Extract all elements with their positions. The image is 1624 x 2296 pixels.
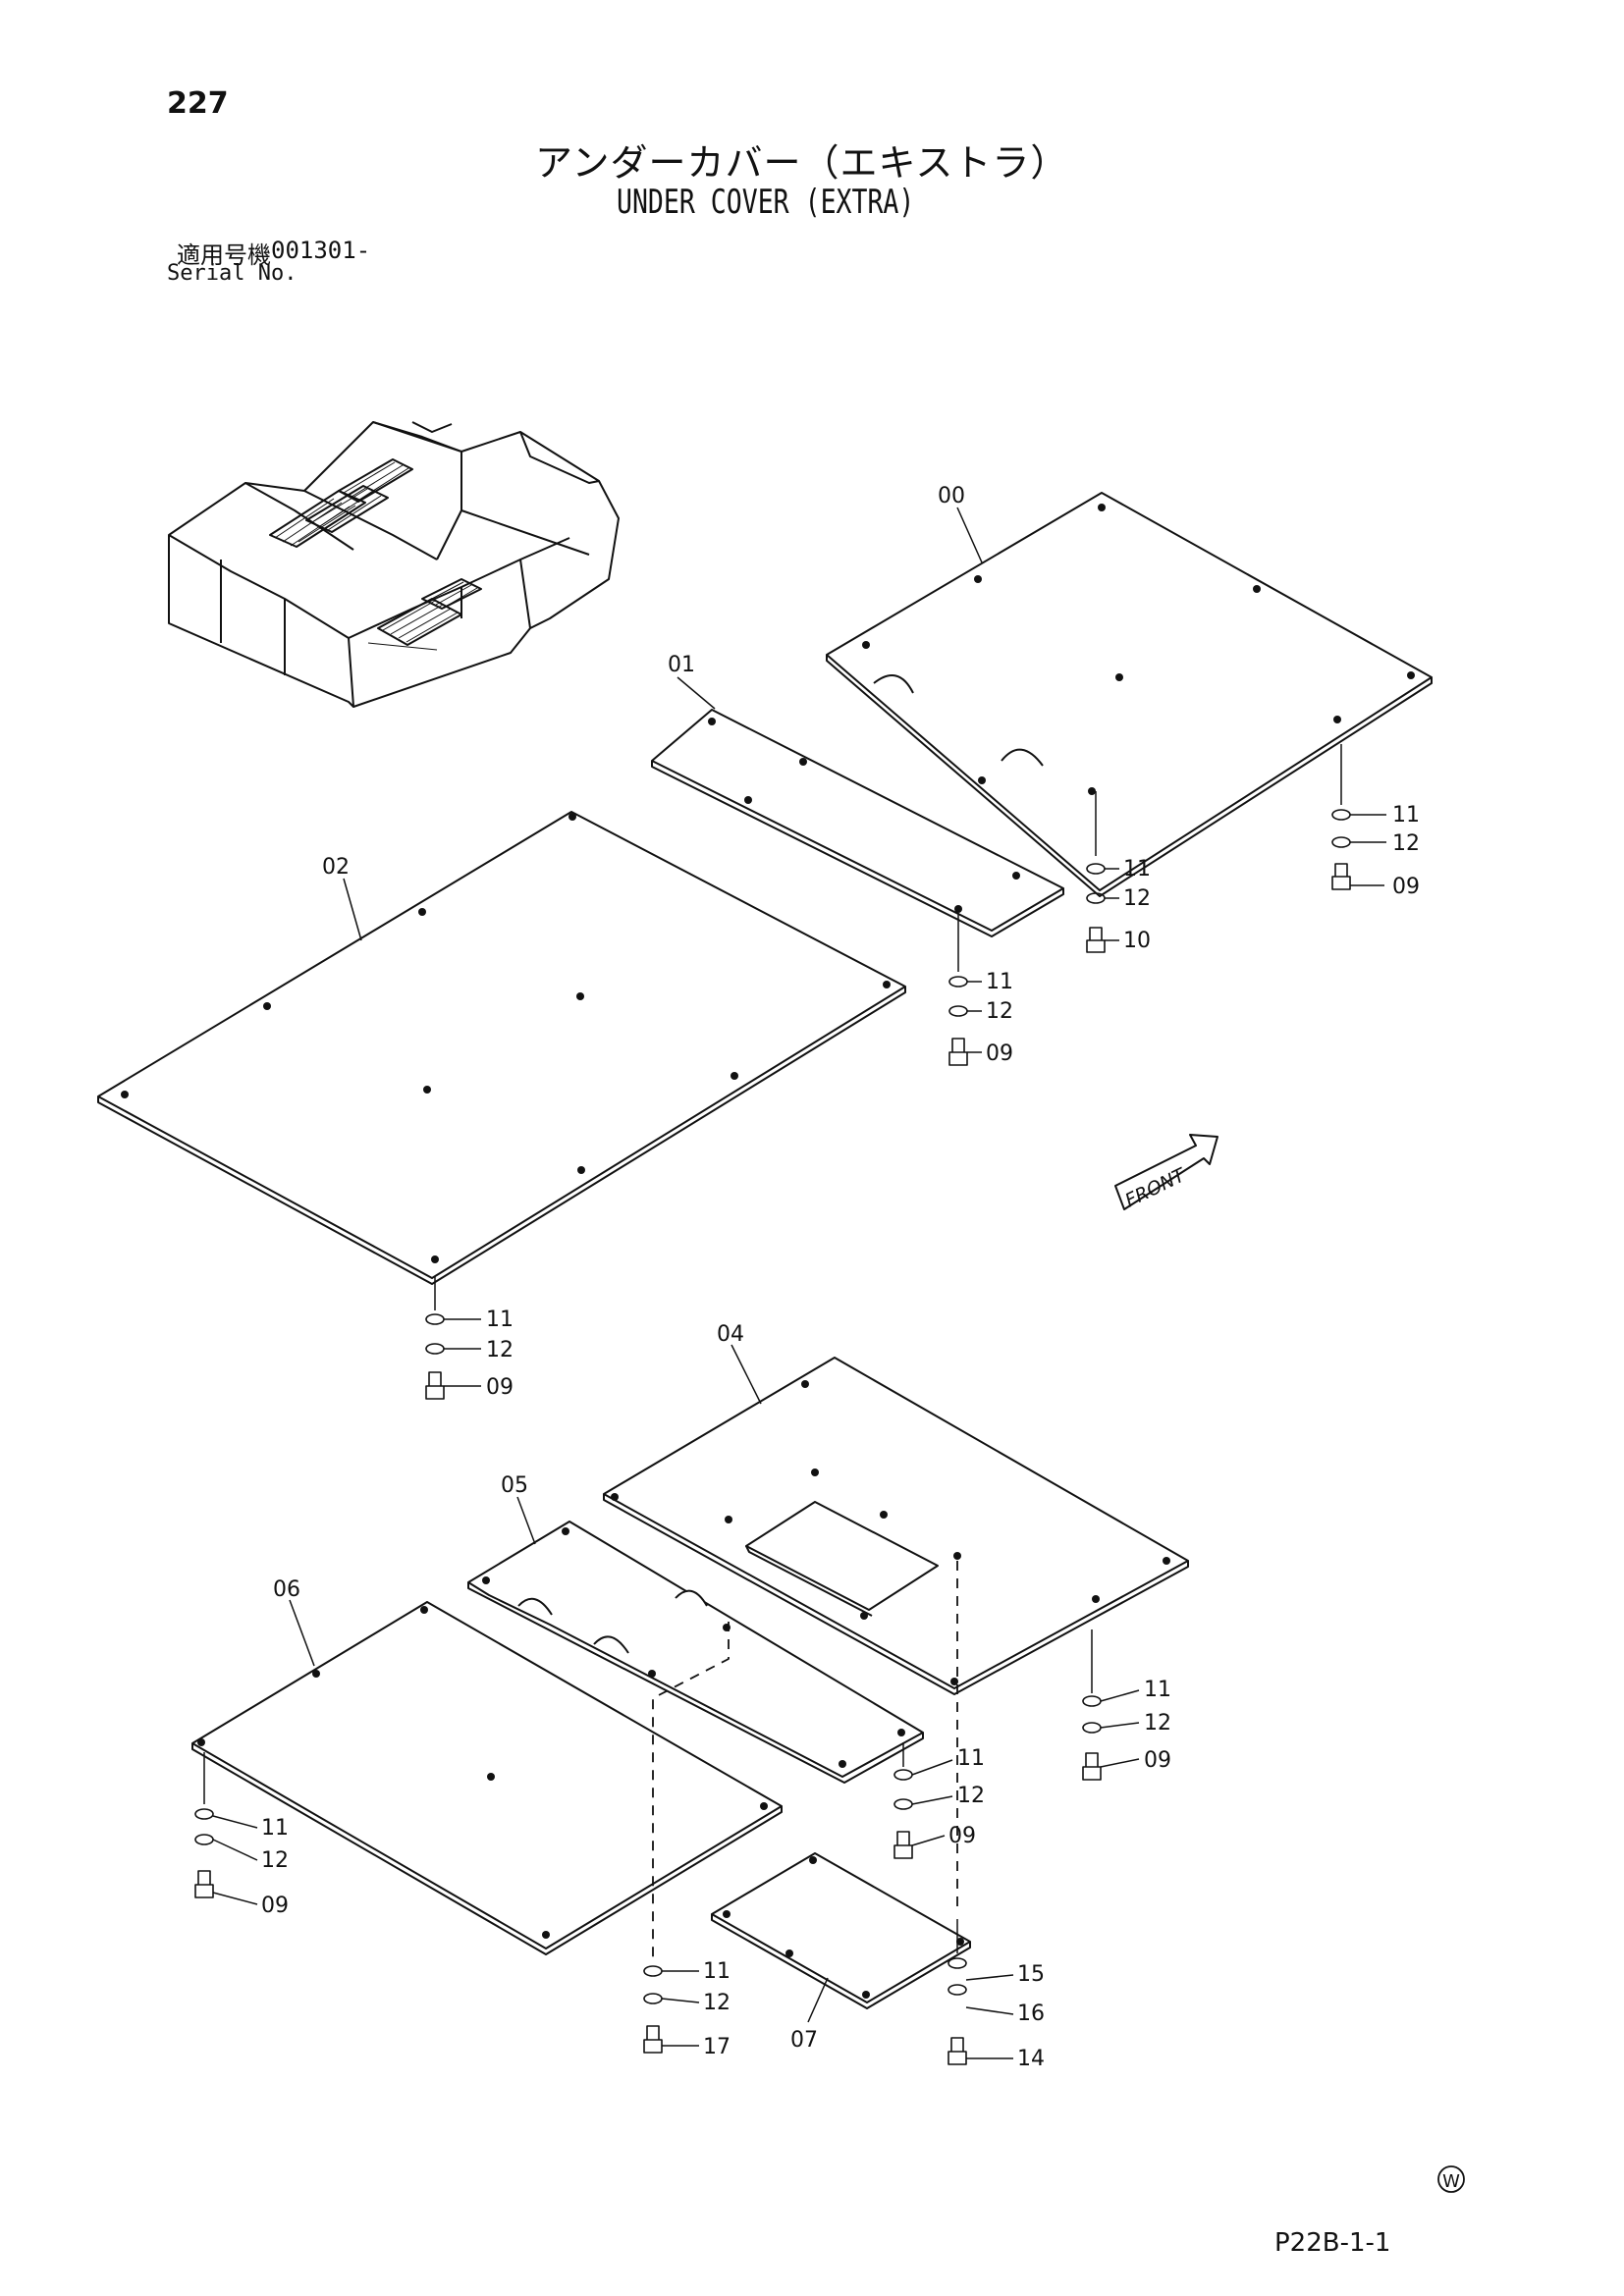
callout-00: 00 xyxy=(938,484,965,508)
callout-17: 17 xyxy=(703,2035,731,2059)
callout-10: 10 xyxy=(1123,929,1151,953)
callout-09: 09 xyxy=(1392,875,1420,899)
w-mark-circle xyxy=(1437,2165,1465,2193)
w-mark-letter: W xyxy=(1442,2171,1460,2192)
callout-05: 05 xyxy=(501,1473,528,1498)
callout-16: 16 xyxy=(1017,2002,1045,2026)
callout-11: 11 xyxy=(1144,1678,1171,1702)
serial-number-value: 001301- xyxy=(271,237,371,264)
callout-14: 14 xyxy=(1017,2047,1045,2071)
callout-09: 09 xyxy=(1144,1748,1171,1773)
callout-06: 06 xyxy=(273,1577,300,1602)
cover-plate-02 xyxy=(97,811,906,1285)
serial-label-english: Serial No. xyxy=(167,261,298,286)
callout-02: 02 xyxy=(322,855,350,880)
drawing-code: P22B-1-1 xyxy=(1274,2228,1391,2258)
callout-12: 12 xyxy=(703,1991,731,2015)
callout-07: 07 xyxy=(790,2028,818,2053)
callout-11: 11 xyxy=(1123,857,1151,881)
front-direction-arrow xyxy=(1114,1134,1218,1210)
callout-12: 12 xyxy=(1144,1711,1171,1735)
callout-11: 11 xyxy=(261,1816,289,1841)
callout-11: 11 xyxy=(486,1308,514,1332)
cover-plate-06 xyxy=(191,1601,783,1955)
callout-01: 01 xyxy=(668,653,695,677)
callout-12: 12 xyxy=(486,1338,514,1362)
callout-12: 12 xyxy=(1123,886,1151,911)
callout-11: 11 xyxy=(986,970,1013,994)
callout-09: 09 xyxy=(486,1375,514,1400)
callout-11: 11 xyxy=(703,1959,731,1984)
callout-15: 15 xyxy=(1017,1962,1045,1987)
bolt-holes xyxy=(121,504,1415,1999)
machine-overview-sketch xyxy=(168,421,620,708)
page-number: 227 xyxy=(167,86,229,121)
callout-12: 12 xyxy=(1392,831,1420,856)
callout-11: 11 xyxy=(957,1746,985,1771)
callout-12: 12 xyxy=(957,1784,985,1808)
title-english: UNDER COVER (EXTRA) xyxy=(617,183,915,222)
callout-12: 12 xyxy=(261,1848,289,1873)
cover-plate-07 xyxy=(711,1852,971,2009)
cover-plate-01 xyxy=(651,709,1064,937)
callout-09: 09 xyxy=(948,1824,976,1848)
fastener-stacks xyxy=(194,809,1351,2065)
front-label: FRONT xyxy=(1122,1164,1190,1212)
serial-label-japanese: 適用号機 xyxy=(177,241,271,269)
cover-plate-05 xyxy=(467,1521,924,1784)
callout-11: 11 xyxy=(1392,803,1420,828)
callout-09: 09 xyxy=(261,1894,289,1918)
callout-09: 09 xyxy=(986,1041,1013,1066)
callout-leaders xyxy=(212,507,1386,2059)
title-japanese: アンダーカバー（エキストラ） xyxy=(535,141,1069,185)
fastener-drop-lines xyxy=(203,744,1342,1953)
assembly-dashed-lines xyxy=(652,1561,958,1963)
cover-plate-00 xyxy=(826,492,1433,897)
callout-12: 12 xyxy=(986,999,1013,1024)
callout-04: 04 xyxy=(717,1322,744,1347)
cover-plate-04 xyxy=(603,1357,1189,1695)
